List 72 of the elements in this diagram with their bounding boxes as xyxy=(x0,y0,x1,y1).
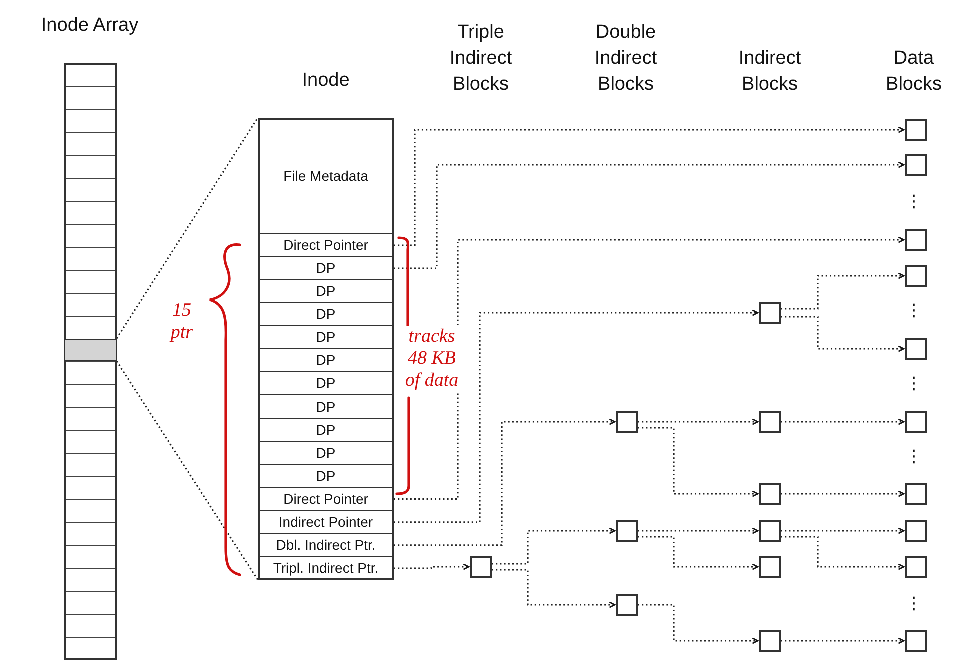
block-box xyxy=(616,520,638,542)
pointer-row: DP xyxy=(258,418,394,442)
pointer-row: Indirect Pointer xyxy=(258,510,394,534)
column-heading: Indirect Blocks xyxy=(738,47,802,97)
block-box xyxy=(759,630,781,652)
inode-table xyxy=(258,70,394,580)
arrow xyxy=(394,310,759,524)
handwritten-note: tracks 48 KB of data xyxy=(403,326,461,392)
arrow xyxy=(638,418,759,426)
metadata-row: File Metadata xyxy=(258,118,394,234)
block-box xyxy=(470,556,492,578)
block-box xyxy=(759,302,781,324)
block-box xyxy=(905,411,927,433)
column-heading: Data Blocks xyxy=(885,47,943,97)
block-box xyxy=(905,520,927,542)
column-heading: Double Indirect Blocks xyxy=(594,21,658,97)
block-box xyxy=(616,594,638,616)
arrow xyxy=(781,272,905,310)
arrow xyxy=(781,528,905,534)
block-box xyxy=(616,411,638,433)
highlighted-cell xyxy=(64,338,117,362)
arrow xyxy=(781,418,905,426)
arrow xyxy=(638,536,759,570)
block-box xyxy=(905,630,927,652)
arrow xyxy=(781,536,905,570)
pointer-row: Direct Pointer xyxy=(258,234,394,258)
block-box xyxy=(759,520,781,542)
ellipsis: ⋮ xyxy=(904,446,924,469)
pointer-row: DP xyxy=(258,303,394,326)
arrow xyxy=(781,490,905,498)
ellipsis: ⋮ xyxy=(904,191,924,214)
ellipsis: ⋮ xyxy=(904,593,924,616)
arrow xyxy=(638,427,759,498)
ellipsis: ⋮ xyxy=(904,373,924,396)
column-heading: Inode xyxy=(301,70,351,92)
arrow xyxy=(638,604,759,644)
pointer-row: Direct Pointer xyxy=(258,488,394,511)
block-box xyxy=(905,154,927,176)
zoom-line xyxy=(116,118,259,339)
pointer-row: DP xyxy=(258,326,394,350)
arrow xyxy=(394,162,905,270)
block-box xyxy=(905,119,927,141)
block-box xyxy=(759,411,781,433)
arrow xyxy=(394,418,616,546)
pointer-row: DP xyxy=(258,257,394,280)
block-box xyxy=(905,483,927,505)
arrow xyxy=(781,638,905,644)
pointer-row: DP xyxy=(258,464,394,488)
pointer-row: Tripl. Indirect Ptr. xyxy=(258,556,394,580)
block-box xyxy=(905,265,927,287)
block-box xyxy=(759,556,781,578)
block-box xyxy=(905,556,927,578)
arrow xyxy=(394,236,905,500)
zoom-line xyxy=(116,361,259,580)
pointer-row: Dbl. Indirect Ptr. xyxy=(258,534,394,557)
arrow xyxy=(492,569,616,608)
pointer-row: DP xyxy=(258,395,394,419)
pointer-row: DP xyxy=(258,372,394,396)
arrow xyxy=(638,528,759,534)
block-box xyxy=(759,483,781,505)
arrow xyxy=(394,564,470,570)
block-box xyxy=(905,229,927,251)
block-box xyxy=(905,338,927,360)
pointer-row: DP xyxy=(258,442,394,465)
arrow xyxy=(492,528,616,565)
pointer-row: DP xyxy=(258,349,394,372)
pointer-row: DP xyxy=(258,280,394,304)
arrow xyxy=(394,126,905,246)
column-heading: Triple Indirect Blocks xyxy=(448,21,514,97)
column-heading: Inode Array xyxy=(40,15,140,37)
ellipsis: ⋮ xyxy=(904,300,924,323)
arrow xyxy=(781,316,905,352)
